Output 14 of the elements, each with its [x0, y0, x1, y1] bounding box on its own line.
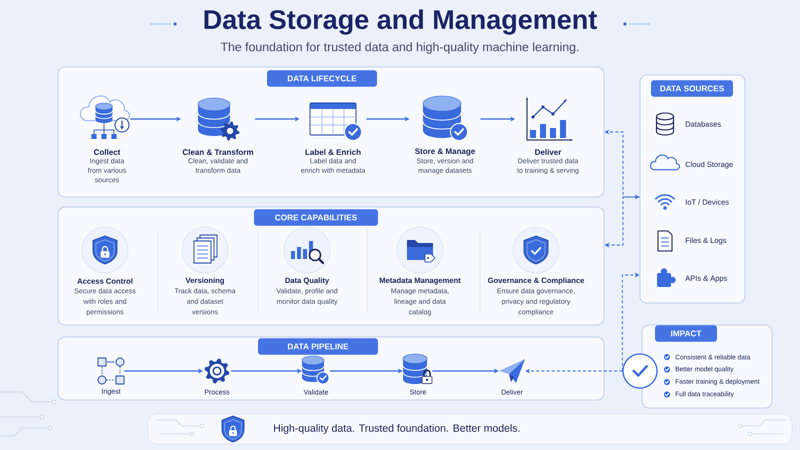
footer-banner: High-quality data. Trusted foundation. Better models. [148, 414, 792, 444]
step-title: Clean & Transform [182, 149, 254, 155]
section-tab: DATA PIPELINE [258, 338, 378, 355]
step-title: Label & Enrich [306, 149, 360, 155]
step-title: Deliver [535, 149, 562, 155]
section-tab: DATA SOURCES [651, 80, 733, 97]
subtitle: The foundation for trusted data and high-quality machine learning. [220, 42, 578, 54]
check-circle [622, 353, 658, 389]
section-tab: DATA LIFECYCLE [267, 70, 377, 87]
step-title: Store & Manage [415, 148, 475, 156]
section-tab: CORE CAPABILITIES [254, 209, 378, 226]
section-tab: IMPACT [655, 325, 717, 342]
title: Data Storage and Management [204, 9, 597, 35]
step-title: Collect [94, 149, 120, 155]
